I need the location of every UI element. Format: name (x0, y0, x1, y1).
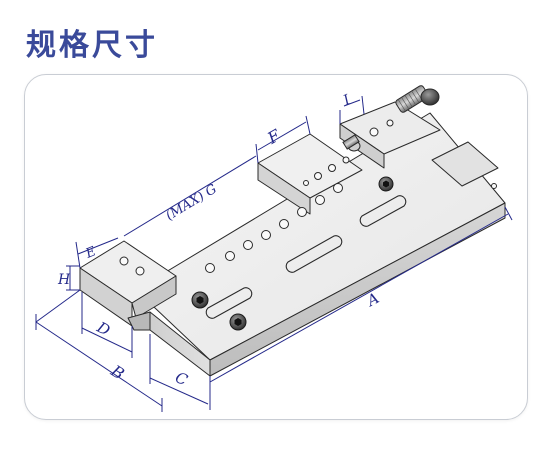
dim-label-d: D (93, 318, 113, 340)
slot-icon (205, 287, 253, 319)
fixed-jaw-side (131, 275, 177, 319)
bolt-hole-icon (491, 183, 497, 189)
bolt-hole-icon (297, 207, 307, 217)
bolt-hole-icon (315, 195, 325, 205)
slot-icon (359, 195, 407, 227)
moving-jaw-front (257, 162, 311, 215)
spindle-block-front (339, 123, 385, 169)
bolt-hole-icon (225, 251, 235, 261)
dim-label-g: (MAX) G (163, 182, 219, 224)
dim-label-b: B (107, 361, 128, 384)
hex-socket-screw-icon (378, 176, 394, 192)
bolt-hole-icon (279, 219, 289, 229)
bolt-hole-icon (119, 256, 129, 266)
dim-label-h: H (57, 272, 71, 288)
dim-label-c: C (172, 368, 190, 389)
end-pad (431, 141, 499, 187)
hex-socket-screw-icon (191, 291, 209, 309)
bolt-hole-icon (261, 230, 271, 240)
bolt-hole-icon (303, 180, 309, 186)
bolt-hole-icon (333, 183, 343, 193)
bolt-hole-icon (135, 266, 145, 276)
dim-label-i: I (340, 92, 353, 109)
bolt-hole-icon (369, 127, 379, 137)
bolt-hole-icon (342, 156, 350, 164)
bolt-hole-icon (205, 263, 215, 273)
hex-socket-screw-icon (229, 313, 247, 331)
page-title: 规格尺寸 (26, 28, 158, 63)
spindle-screw (342, 85, 440, 152)
bolt-hole-icon (386, 119, 394, 127)
slot-icon (285, 235, 343, 273)
bolt-hole-icon (243, 240, 253, 250)
bolt-hole-icon (314, 172, 322, 180)
bolt-hole-icon (328, 164, 336, 172)
